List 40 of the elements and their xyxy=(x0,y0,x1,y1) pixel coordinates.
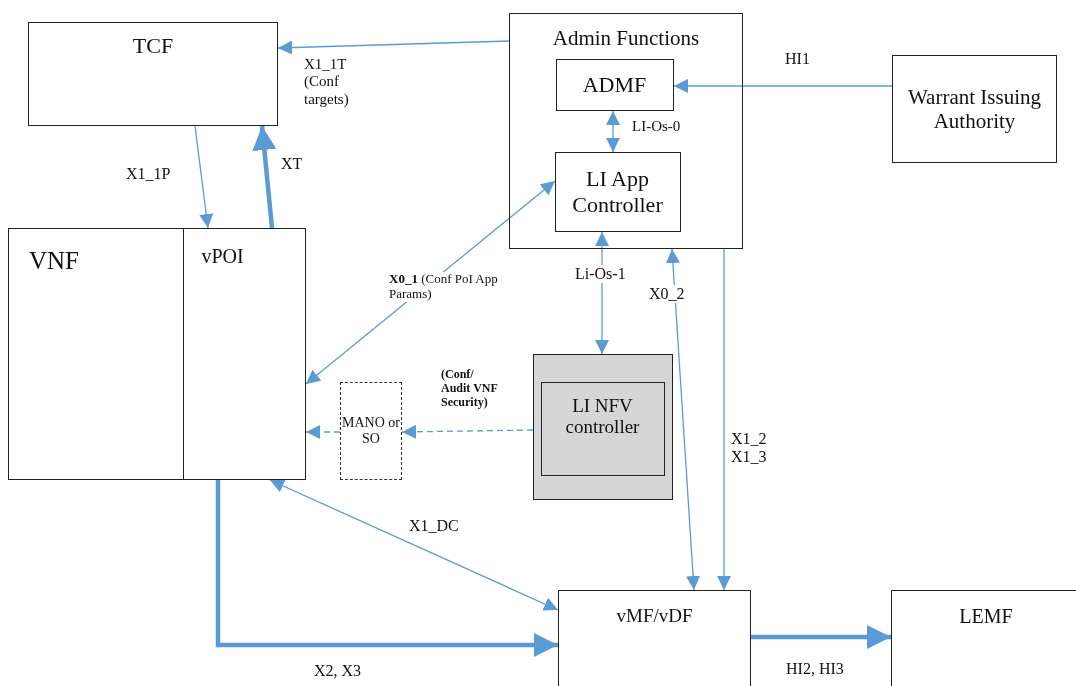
group-box xyxy=(509,13,743,249)
edge-label: HI2, HI3 xyxy=(785,660,845,679)
process-box xyxy=(540,381,665,476)
arrow xyxy=(194,125,214,229)
node-label: LI NFV controller xyxy=(564,394,641,439)
node-label: ADMF xyxy=(582,71,647,98)
function-box xyxy=(8,228,306,480)
node-label: vMF/vDF xyxy=(616,605,693,627)
node-label: Warrant Issuing Authority xyxy=(907,84,1042,134)
arrow xyxy=(269,479,559,611)
edge-label: X2, X3 xyxy=(313,662,363,681)
node-label: vPOI xyxy=(201,244,244,268)
arrow xyxy=(215,480,558,657)
frame-box xyxy=(533,354,673,500)
edge-label: Li-Os-1 xyxy=(574,265,627,284)
arrow xyxy=(665,248,701,591)
edge-label: X0_2 xyxy=(648,285,686,304)
process-box xyxy=(558,590,751,686)
node-label: LI App Controller xyxy=(571,166,664,217)
process-box xyxy=(891,590,1076,686)
edge-label: X1_DC xyxy=(408,517,460,536)
process-box xyxy=(892,55,1057,163)
arrow xyxy=(717,248,731,591)
node-label: LEMF xyxy=(959,605,1013,628)
process-box xyxy=(554,151,681,232)
process-box xyxy=(28,22,278,126)
arrow xyxy=(305,425,341,439)
node-label: MANO or SO xyxy=(341,414,401,448)
edge-label: X1_1P xyxy=(125,165,172,184)
arrow xyxy=(606,110,620,153)
node-label: VNF xyxy=(29,247,79,276)
arrow xyxy=(252,125,277,229)
node-label: Admin Functions xyxy=(552,26,700,51)
process-box xyxy=(555,58,674,111)
arrow xyxy=(401,424,534,439)
arrow xyxy=(277,40,510,55)
node-label: TCF xyxy=(132,33,174,59)
arrow xyxy=(751,625,891,649)
arrow xyxy=(673,79,893,93)
process-box xyxy=(340,382,402,480)
